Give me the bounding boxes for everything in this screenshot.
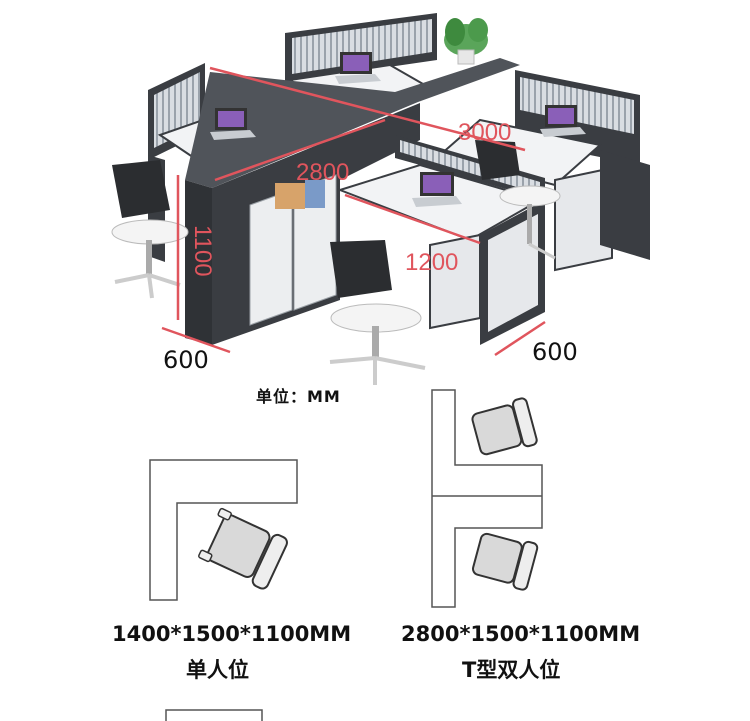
dim-length-inner: 2800 (296, 159, 349, 186)
books (275, 183, 305, 209)
chair-icon (471, 397, 538, 456)
office-chair-front (329, 240, 426, 385)
floorplan-double (431, 389, 543, 608)
end-panel-right (600, 150, 650, 260)
floorplan-single (149, 459, 298, 601)
cabinet-door-1 (249, 189, 293, 326)
laptop-icon (335, 52, 381, 84)
dim-depth-right: 1200 (405, 249, 458, 276)
plant-icon (444, 18, 488, 65)
dim-height: 1100 (189, 225, 216, 277)
unit-label: 单位：MM (256, 387, 341, 406)
dim-depth-left: 600 (163, 346, 209, 374)
pedestal-right (554, 166, 613, 272)
laptop-icon (540, 105, 586, 137)
product-size-double: 2800*1500*1100MM (401, 622, 641, 646)
chair-icon (198, 507, 288, 590)
product-name-single: 单人位 (186, 658, 249, 682)
spine-cabinet-front (185, 180, 212, 345)
office-chair-left (111, 160, 189, 299)
product-size-single: 1400*1500*1100MM (112, 622, 352, 646)
next-floorplan-edge (165, 709, 263, 721)
workstation-render (111, 13, 650, 385)
laptop-icon (412, 172, 462, 207)
chair-icon (471, 532, 539, 591)
dim-depth-front: 600 (532, 338, 578, 366)
dimension-annotations (161, 66, 546, 357)
laptop-icon (210, 108, 256, 140)
office-chair-right (475, 140, 561, 260)
dim-length-total: 3000 (458, 119, 511, 146)
spine-top (185, 58, 520, 188)
product-name-double: T型双人位 (462, 658, 561, 682)
